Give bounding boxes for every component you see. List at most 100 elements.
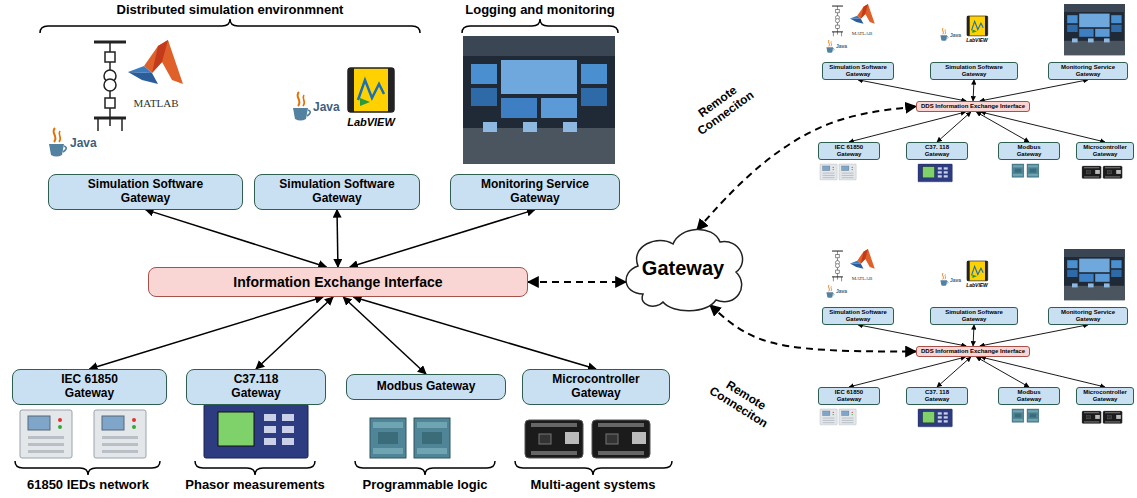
- main-illustrations: [20, 410, 72, 458]
- group-brace: [515, 461, 672, 475]
- remote-site-illustrations: [1082, 411, 1101, 424]
- node-text: Simulation Software Gateway: [77, 178, 214, 206]
- data-link-arrow: [350, 210, 535, 267]
- logo-text: LabVIEW: [966, 283, 988, 289]
- remote-site-illustrations: [940, 28, 948, 41]
- logo-text: Java: [836, 44, 847, 50]
- data-link-arrow: [973, 80, 975, 101]
- data-link-arrow: [849, 357, 966, 387]
- gateway-box: IEC 61850 Gateway: [12, 369, 167, 405]
- main-illustrations: [204, 404, 308, 458]
- gateway-box: Microcontroller Gateway: [522, 369, 670, 405]
- data-link-arrow: [976, 357, 1029, 387]
- main-illustrations: [348, 68, 394, 112]
- gateway-box: Microcontroller Gateway: [1076, 387, 1134, 405]
- remote-site-illustrations: [1064, 249, 1125, 300]
- logo-text: Java: [950, 33, 961, 39]
- node-text: Simulation Software Gateway: [941, 309, 1007, 323]
- logo-text: LabVIEW: [347, 116, 395, 129]
- group-brace: [195, 461, 315, 475]
- data-link-arrow: [336, 210, 338, 267]
- logo-text: MATLAB: [133, 97, 178, 110]
- node-text: Simulation Software Gateway: [828, 64, 888, 78]
- main-illustrations: [525, 420, 583, 458]
- node-text: IEC 61850 Gateway: [825, 144, 873, 158]
- gateway-box: Simulation Software Gateway: [254, 174, 420, 210]
- gateway-box: Simulation Software Gateway: [930, 62, 1018, 80]
- remote-site-illustrations: [940, 273, 948, 286]
- gateway-cloud: Gateway: [618, 224, 748, 312]
- gateway-box: Monitoring Service Gateway: [450, 174, 620, 210]
- group-caption: 61850 IEDs network: [27, 478, 149, 493]
- node-text: Microcontroller Gateway: [1083, 144, 1127, 158]
- node-text: C37. 118 Gateway: [915, 144, 959, 158]
- node-text: Information Exchange Interface: [233, 274, 442, 290]
- node-text: Monitoring Service Gateway: [471, 178, 599, 206]
- logo-text: Java: [836, 289, 847, 295]
- remote-site-illustrations: [839, 409, 856, 425]
- gateway-box: Modbus Gateway: [346, 374, 506, 400]
- data-link-arrow: [353, 297, 596, 369]
- data-link-arrow: [90, 297, 324, 369]
- data-link-arrow: [146, 210, 327, 267]
- node-text: Gateway: [642, 257, 724, 280]
- data-link-arrow: [980, 80, 1088, 101]
- group-caption: Programmable logic: [363, 478, 488, 493]
- logo-text: MATLAB: [852, 276, 873, 282]
- group-brace: [40, 19, 420, 33]
- group-caption: Phasor measurements: [185, 478, 324, 493]
- group-heading: Distributed simulation environmnent: [117, 3, 344, 18]
- remote-site-illustrations: [850, 249, 875, 269]
- main-illustrations: [463, 36, 615, 164]
- remote-link: [697, 107, 916, 231]
- gateway-box: Modbus Gateway: [998, 387, 1060, 405]
- gateway-box: Monitoring Service Gateway: [1048, 307, 1128, 325]
- remote-site-illustrations: [820, 164, 837, 180]
- group-heading: Logging and monitoring: [465, 3, 614, 18]
- node-text: Microcontroller Gateway: [1083, 389, 1127, 403]
- node-text: Microcontroller Gateway: [543, 373, 649, 401]
- remote-site-illustrations: [826, 40, 834, 53]
- gateway-box: Simulation Software Gateway: [822, 307, 894, 325]
- gateway-box: Monitoring Service Gateway: [1048, 62, 1128, 80]
- node-text: Simulation Software Gateway: [828, 309, 888, 323]
- data-link-arrow: [937, 357, 971, 387]
- main-illustrations: [94, 410, 146, 458]
- gateway-box: Modbus Gateway: [998, 142, 1060, 160]
- group-brace: [462, 19, 618, 33]
- remote-site-illustrations: [1103, 166, 1122, 179]
- main-illustrations: [94, 42, 126, 131]
- interface-bar: Information Exchange Interface: [148, 267, 528, 297]
- group-brace: [15, 19, 672, 475]
- logo-text: Java: [950, 278, 961, 284]
- remote-site-illustrations: [820, 409, 837, 425]
- gateway-box: C37. 118 Gateway: [906, 142, 968, 160]
- node-text: Modbus Gateway: [1007, 144, 1051, 158]
- logo-text: Java: [313, 101, 340, 115]
- remote-site-illustrations: [1027, 409, 1039, 422]
- data-link-arrow: [937, 112, 971, 142]
- node-text: Modbus Gateway: [1007, 389, 1051, 403]
- node-text: C37.118 Gateway: [212, 373, 300, 401]
- node-text: DDS Information Exchange Interface: [921, 103, 1025, 110]
- main-illustrations: [128, 40, 183, 84]
- remote-site-illustrations: [1082, 166, 1101, 179]
- node-text: Monitoring Service Gateway: [1057, 309, 1119, 323]
- gateway-box: C37.118 Gateway: [186, 369, 326, 405]
- gateway-box: Microcontroller Gateway: [1076, 142, 1134, 160]
- interface-bar: DDS Information Exchange Interface: [916, 101, 1030, 112]
- interface-bar: DDS Information Exchange Interface: [916, 346, 1030, 357]
- remote-site-illustrations: [1064, 4, 1125, 55]
- remote-site-illustrations: [832, 251, 843, 281]
- data-link-arrow: [981, 357, 1105, 387]
- cloud-outline: [626, 229, 742, 310]
- remote-site-illustrations: [1012, 164, 1024, 177]
- remote-site-illustrations: [850, 4, 875, 24]
- data-link-arrow: [980, 325, 1088, 346]
- main-illustrations: [370, 418, 406, 458]
- connection-label: Remote Conneciton: [702, 370, 781, 434]
- remote-site-illustrations: [1103, 411, 1122, 424]
- gateway-box: IEC 61850 Gateway: [818, 142, 880, 160]
- group-brace: [15, 461, 160, 475]
